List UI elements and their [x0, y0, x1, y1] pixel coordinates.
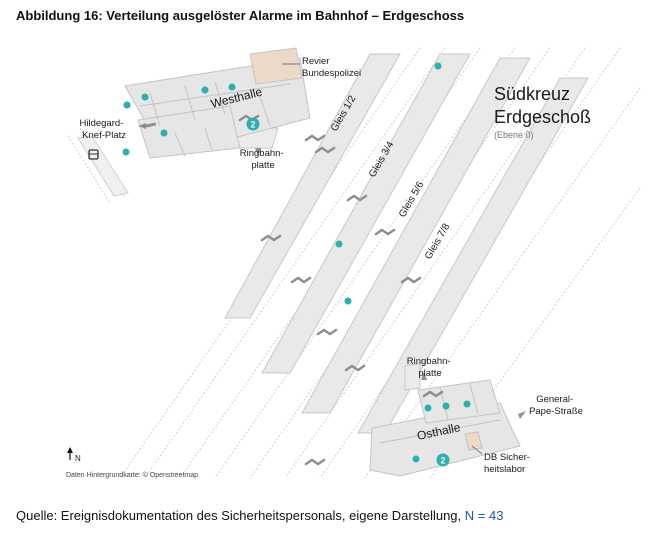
source-text: Quelle: Ereignisdokumentation des Sicher…: [16, 508, 465, 523]
stair-icon: [346, 194, 368, 202]
ringbahn-east-label: Ringbahn- platte: [407, 356, 453, 379]
platform-gleis-1-2: [224, 53, 401, 319]
north-arrow-icon: [67, 447, 73, 460]
figure-title: Abbildung 16: Verteilung ausgelöster Ala…: [16, 8, 465, 23]
floor-name: Erdgeschoß: [494, 107, 591, 127]
alarm-dot: [442, 402, 450, 410]
ringbahn-west-label: Ringbahn- platte: [240, 148, 286, 171]
stair-icon: [422, 390, 444, 398]
general-pape-label: General- Pape-Straße: [529, 394, 583, 417]
westhalle-building: [124, 47, 311, 159]
alarm-dot: [424, 404, 432, 412]
stair-icon: [400, 276, 422, 284]
station-map: 2 2 Westhalle Osthalle Gleis 1/2 Gleis 3…: [66, 47, 641, 479]
svg-text:2: 2: [440, 456, 445, 466]
arrow-east-icon: [518, 411, 526, 419]
labor-label: DB Sicher- heitslabor: [484, 452, 533, 475]
labor-highlight: [464, 431, 483, 451]
stair-icon: [304, 134, 326, 142]
alarm-dot: [228, 83, 236, 91]
alarm-dot: [201, 86, 209, 94]
alarm-dot: [335, 240, 343, 248]
alarm-dot: [434, 62, 442, 70]
revier-highlight: [249, 47, 303, 85]
revier-label: Revier Bundespolizei: [302, 56, 361, 79]
bus-icon: [88, 149, 99, 160]
stair-icon: [344, 364, 366, 372]
alarm-dot: [160, 129, 168, 137]
platforms: [224, 53, 589, 434]
level-note: (Ebene 0): [494, 130, 534, 140]
north-label: N: [75, 454, 81, 463]
exit-arrows: [138, 122, 526, 419]
alarm-dot: [463, 400, 471, 408]
map-attribution: Daten Hintergrundkarte: © Openstreetmap: [66, 471, 198, 479]
arrow-west-icon: [138, 123, 146, 129]
stair-icon: [314, 146, 336, 154]
svg-text:2: 2: [250, 120, 255, 130]
stair-icon: [290, 276, 312, 284]
platform-gleis-5-6: [301, 57, 531, 414]
ringbahn-ost-piece: [404, 363, 421, 391]
alarm-dot: [344, 297, 352, 305]
rail-lines: [67, 47, 641, 479]
source-count: N = 43: [464, 508, 504, 523]
pointer-lines: [282, 63, 483, 455]
alarm-dot: [412, 455, 420, 463]
alarm-dot: [122, 148, 130, 156]
hildegard-label: Hildegard- Knef-Platz: [80, 118, 127, 141]
arrow-ringbahn-east-icon: [421, 372, 427, 380]
count-marker-osthalle: 2: [436, 453, 450, 467]
stair-icons: [238, 114, 444, 466]
stair-icon: [374, 228, 396, 236]
alarm-dot: [141, 93, 149, 101]
platform-gleis-3-4: [261, 53, 471, 374]
alarm-dot: [123, 101, 131, 109]
hildegard-area: [77, 135, 129, 197]
count-marker-westhalle: 2: [246, 117, 260, 131]
source-note: Quelle: Ereignisdokumentation des Sicher…: [16, 508, 503, 523]
arrow-ringbahn-west-icon: [255, 148, 261, 156]
station-name: Südkreuz: [494, 84, 570, 104]
stair-icon: [260, 234, 282, 242]
alarm-dots: [122, 62, 471, 463]
stair-icon: [316, 328, 338, 336]
stair-icon: [304, 458, 326, 466]
